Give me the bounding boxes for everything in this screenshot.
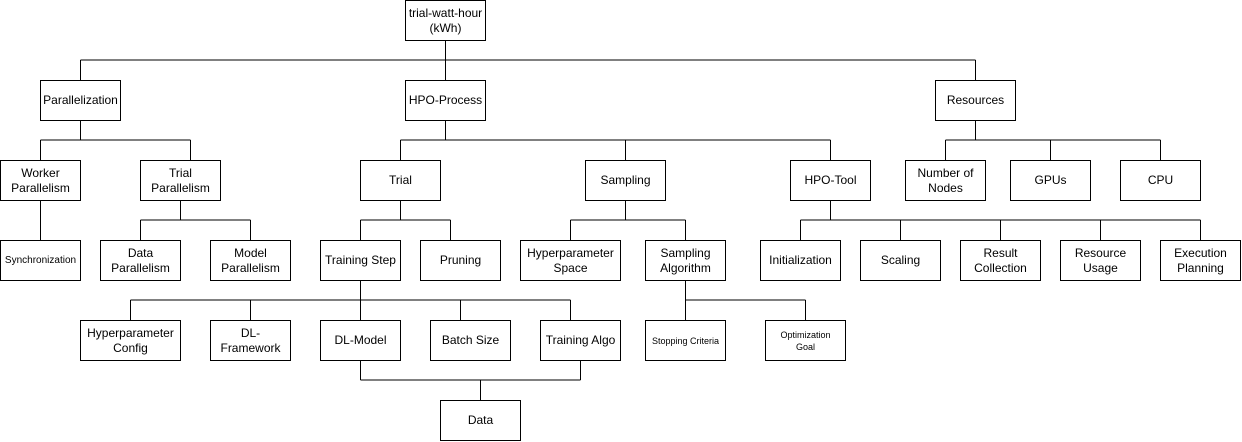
node-hpo-process: HPO-Process — [405, 80, 486, 121]
node-training-algo: Training Algo — [540, 320, 621, 361]
node-dl-framework: DL- Framework — [210, 320, 291, 361]
node-data: Data — [440, 400, 521, 441]
node-data-parallelism: Data Parallelism — [100, 240, 181, 281]
node-synchronization: Synchronization — [0, 240, 81, 281]
node-initialization: Initialization — [760, 240, 841, 281]
node-trial-parallelism: Trial Parallelism — [140, 160, 221, 201]
node-stopping-criteria: Stopping Criteria — [645, 320, 726, 361]
node-hyperparameter-config: Hyperparameter Config — [80, 320, 181, 361]
node-pruning: Pruning — [420, 240, 501, 281]
node-resources: Resources — [935, 80, 1016, 121]
node-optimization-goal: Optimization Goal — [765, 320, 846, 361]
node-execution-planning: Execution Planning — [1160, 240, 1241, 281]
node-parallelization: Parallelization — [40, 80, 121, 121]
node-hyperparameter-space: Hyperparameter Space — [520, 240, 621, 281]
node-sampling: Sampling — [585, 160, 666, 201]
node-root: trial-watt-hour (kWh) — [405, 0, 486, 41]
node-resource-usage: Resource Usage — [1060, 240, 1141, 281]
node-result-collection: Result Collection — [960, 240, 1041, 281]
node-batch-size: Batch Size — [430, 320, 511, 361]
node-scaling: Scaling — [860, 240, 941, 281]
node-training-step: Training Step — [320, 240, 401, 281]
node-cpu: CPU — [1120, 160, 1201, 201]
node-model-parallelism: Model Parallelism — [210, 240, 291, 281]
node-number-of-nodes: Number of Nodes — [905, 160, 986, 201]
node-hpo-tool: HPO-Tool — [790, 160, 871, 201]
node-worker-parallelism: Worker Parallelism — [0, 160, 81, 201]
node-sampling-algorithm: Sampling Algorithm — [645, 240, 726, 281]
node-dl-model: DL-Model — [320, 320, 401, 361]
node-gpus: GPUs — [1010, 160, 1091, 201]
node-trial: Trial — [360, 160, 441, 201]
